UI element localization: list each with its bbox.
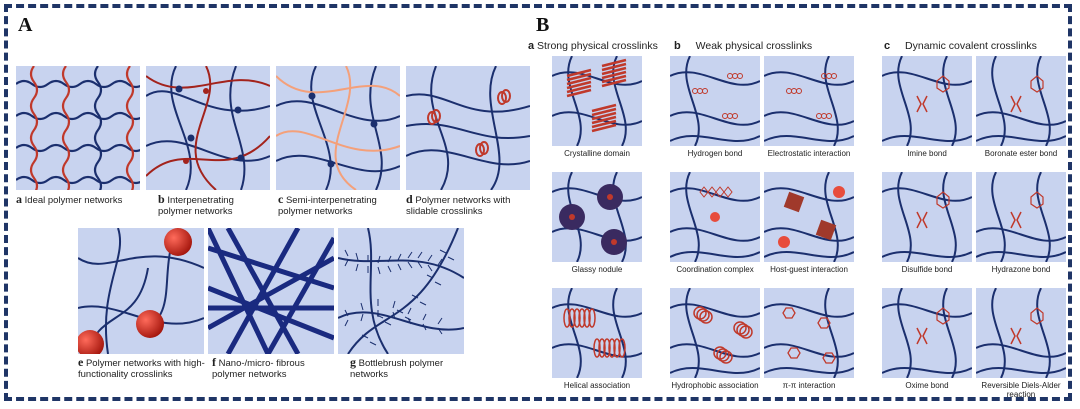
diels-illustration — [976, 288, 1066, 378]
ideal-network-illustration — [16, 66, 140, 190]
glassy-illustration — [552, 172, 642, 262]
boronate-illustration — [976, 56, 1066, 146]
tile-coord — [670, 172, 760, 262]
tile-diels — [976, 288, 1066, 378]
column-header-weak: b Weak physical crosslinks — [674, 40, 813, 52]
caption-imine: Imine bond — [907, 149, 947, 158]
figure-frame — [4, 4, 1072, 401]
tile-interpenetrating — [146, 66, 270, 190]
caption-diels: Reversible Diels-Alder reaction — [981, 381, 1061, 399]
column-header-dynamic: c Dynamic covalent crosslinks — [884, 40, 1037, 52]
semi-interpenetrating-illustration — [276, 66, 400, 190]
tile-ideal-network — [16, 66, 140, 190]
caption-boronate: Boronate ester bond — [984, 149, 1058, 158]
caption-c: c Semi-interpenetrating polymer networks — [278, 192, 377, 217]
caption-b: b Interpenetrating polymer networks — [158, 192, 234, 217]
hydrazone-illustration — [976, 172, 1066, 262]
pipi-illustration — [764, 288, 854, 378]
caption-f: f Nano-/micro- fibrous polymer networks — [212, 355, 305, 380]
tile-slidable — [406, 66, 530, 190]
caption-hostguest: Host-guest interaction — [770, 265, 848, 274]
tile-semi-interpenetrating — [276, 66, 400, 190]
tile-hydrazone — [976, 172, 1066, 262]
electro-illustration — [764, 56, 854, 146]
caption-oxime: Oxime bond — [905, 381, 949, 390]
tile-electro — [764, 56, 854, 146]
caption-crystal: Crystalline domain — [564, 149, 630, 158]
column-header-strong: a Strong physical crosslinks — [528, 40, 658, 52]
coord-illustration — [670, 172, 760, 262]
fibrous-illustration — [208, 228, 334, 354]
panel-b-letter: B — [536, 14, 550, 36]
tile-high-functionality — [78, 228, 204, 354]
tile-fibrous — [208, 228, 334, 354]
hbond-illustration — [670, 56, 760, 146]
tile-bottlebrush — [338, 228, 464, 354]
tile-oxime — [882, 288, 972, 378]
caption-disulfide: Disulfide bond — [901, 265, 953, 274]
panel-a-letter: A — [18, 14, 33, 36]
helix-illustration — [552, 288, 642, 378]
tile-helix — [552, 288, 642, 378]
caption-a: a Ideal polymer networks — [16, 192, 123, 206]
caption-pipi: π-π interaction — [782, 381, 836, 390]
tile-disulfide — [882, 172, 972, 262]
interpenetrating-illustration — [146, 66, 270, 190]
tile-hbond — [670, 56, 760, 146]
caption-electro: Electrostatic interaction — [767, 149, 851, 158]
caption-helix: Helical association — [563, 381, 631, 390]
high-functionality-illustration — [78, 228, 204, 354]
tile-hostguest — [764, 172, 854, 262]
slidable-illustration — [406, 66, 530, 190]
caption-hbond: Hydrogen bond — [687, 149, 743, 158]
caption-coord: Coordination complex — [676, 265, 754, 274]
tile-pipi — [764, 288, 854, 378]
crystal-illustration — [552, 56, 642, 146]
hydrophobic-illustration — [670, 288, 760, 378]
oxime-illustration — [882, 288, 972, 378]
bottlebrush-illustration — [338, 228, 464, 354]
hostguest-illustration — [764, 172, 854, 262]
tile-glassy — [552, 172, 642, 262]
tile-imine — [882, 56, 972, 146]
caption-g: g Bottlebrush polymer networks — [350, 355, 444, 380]
tile-hydrophobic — [670, 288, 760, 378]
disulfide-illustration — [882, 172, 972, 262]
caption-d: d Polymer networks with slidable crossli… — [406, 192, 511, 217]
imine-illustration — [882, 56, 972, 146]
caption-hydrazone: Hydrazone bond — [991, 265, 1051, 274]
caption-glassy: Glassy nodule — [571, 265, 623, 274]
tile-boronate — [976, 56, 1066, 146]
caption-hydrophobic: Hydrophobic association — [671, 381, 759, 390]
tile-crystal — [552, 56, 642, 146]
caption-e: e Polymer networks with high-functionali… — [78, 355, 205, 380]
